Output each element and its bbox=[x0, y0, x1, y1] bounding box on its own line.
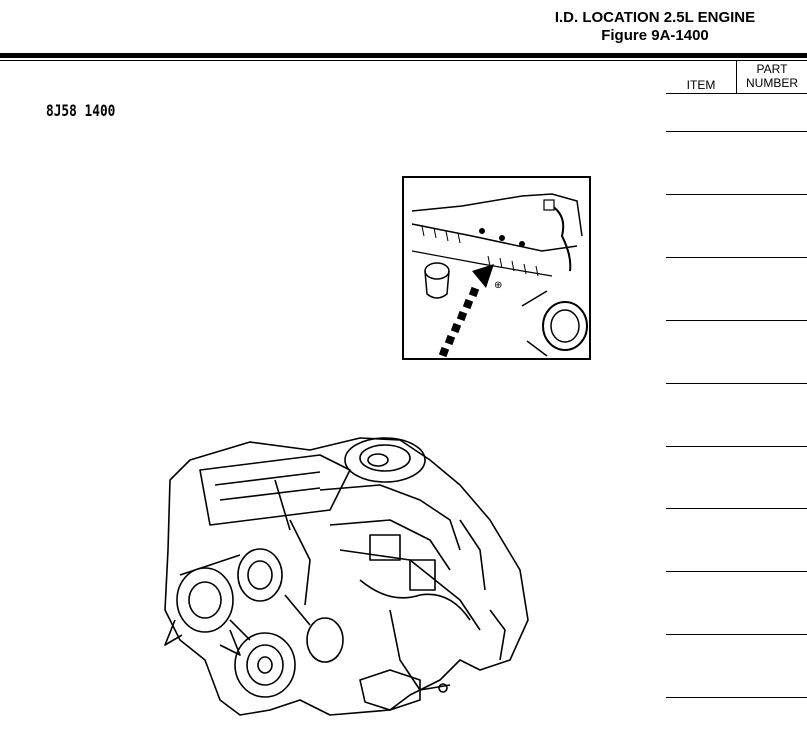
table-row-line bbox=[666, 257, 807, 258]
column-divider bbox=[736, 61, 737, 93]
table-row-line bbox=[666, 697, 807, 698]
table-row-line bbox=[666, 634, 807, 635]
title-line-2: Figure 9A-1400 bbox=[601, 27, 709, 44]
number-label: NUMBER bbox=[745, 76, 798, 90]
table-row-line bbox=[666, 194, 807, 195]
table-row-line bbox=[666, 446, 807, 447]
table-row-line bbox=[666, 131, 807, 132]
svg-text:⊕: ⊕ bbox=[494, 280, 502, 291]
table-row-line bbox=[666, 320, 807, 321]
id-location-inset-illustration: ⊕ bbox=[402, 176, 591, 360]
column-header-item: ITEM bbox=[686, 78, 716, 92]
table-row-line bbox=[666, 383, 807, 384]
header-thin-rule bbox=[0, 60, 807, 61]
figure-title: I.D. LOCATION 2.5L ENGINE Figure 9A-1400 bbox=[520, 9, 790, 45]
column-header-base bbox=[666, 93, 807, 94]
header-rule bbox=[0, 53, 807, 58]
column-header-part-number: PART NUMBER bbox=[737, 62, 807, 90]
table-row-line bbox=[666, 508, 807, 509]
table-row-line bbox=[666, 571, 807, 572]
part-label: PART bbox=[756, 62, 788, 76]
title-line-1: I.D. LOCATION 2.5L ENGINE bbox=[554, 9, 756, 26]
figure-code: 8J58 1400 bbox=[46, 101, 116, 120]
engine-illustration bbox=[164, 437, 529, 716]
